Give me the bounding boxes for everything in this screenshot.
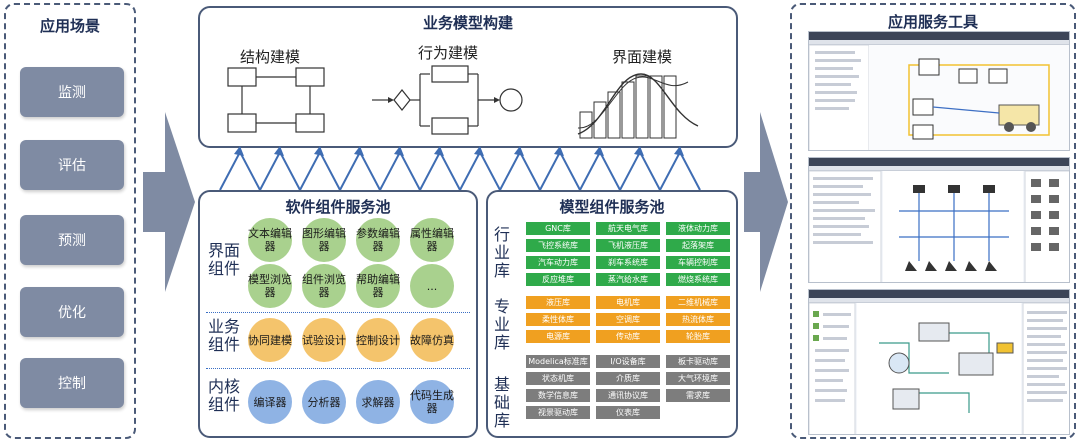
special-library-item[interactable]: 二维机械库 <box>666 296 730 309</box>
tool-screenshot-2[interactable] <box>808 157 1070 283</box>
industry-library-item[interactable]: 飞机液压库 <box>596 239 660 252</box>
base-library-item[interactable]: 数学信息库 <box>526 389 590 402</box>
structure-diagram <box>227 67 325 133</box>
analyzer-component[interactable]: 分析器 <box>302 380 346 424</box>
base-library-item[interactable]: 大气环境库 <box>666 372 730 385</box>
scenario-monitor[interactable]: 监测 <box>20 67 124 117</box>
base-library-item[interactable]: Modelica标准库 <box>526 355 590 368</box>
special-library-item[interactable]: 柔性体库 <box>526 313 590 326</box>
industry-library-label: 行业库 <box>493 225 510 280</box>
industry-library-item[interactable]: 飞控系统库 <box>526 239 590 252</box>
tool-2-canvas <box>809 170 1069 282</box>
service-tools-title: 应用服务工具 <box>887 13 978 31</box>
collab-modeling-component[interactable]: 协同建模 <box>248 318 292 362</box>
behavior-modeling-label: 行为建模 <box>418 44 479 62</box>
model-component-pool: 模型组件服务池 行业库 专业库 基础库 GNC库航天电气库液体动力库飞控系统库飞… <box>486 190 738 438</box>
solver-component[interactable]: 求解器 <box>356 380 400 424</box>
tool-screenshot-1[interactable] <box>808 31 1070 151</box>
base-library-item[interactable]: 视景驱动库 <box>526 406 590 419</box>
tool-3-canvas <box>809 302 1069 434</box>
base-library-item[interactable]: 状态机库 <box>526 372 590 385</box>
industry-library-item[interactable]: 起落架库 <box>666 239 730 252</box>
industry-library-item[interactable]: 汽车动力库 <box>526 256 590 269</box>
software-pool-title: 软件组件服务池 <box>285 198 391 216</box>
special-library-item[interactable]: 传动库 <box>596 330 660 343</box>
help-editor-component[interactable]: 帮助编辑器 <box>356 264 400 308</box>
interface-diagram <box>577 73 699 139</box>
special-library-item[interactable]: 电源库 <box>526 330 590 343</box>
tool-1-canvas <box>809 44 1069 150</box>
industry-library-item[interactable]: 车辆控制库 <box>666 256 730 269</box>
core-component-label: 内核组件 <box>207 377 240 414</box>
behavior-diagram <box>372 65 523 135</box>
service-tools-panel: 应用服务工具 <box>790 3 1076 439</box>
business-component-label: 业务组件 <box>207 317 240 354</box>
business-model-title: 业务模型构建 <box>422 14 513 32</box>
base-library-item[interactable]: 通讯协议库 <box>596 389 660 402</box>
base-library-item[interactable]: 需求库 <box>666 389 730 402</box>
divider-1 <box>206 312 470 313</box>
special-library-item[interactable]: 空调库 <box>596 313 660 326</box>
special-library-item[interactable]: 热流体库 <box>666 313 730 326</box>
component-browser-component[interactable]: 组件浏览器 <box>302 264 346 308</box>
industry-library-item[interactable]: 刹车系统库 <box>596 256 660 269</box>
industry-library-item[interactable]: 液体动力库 <box>666 222 730 235</box>
scenario-optimize[interactable]: 优化 <box>20 287 124 337</box>
experiment-design-component[interactable]: 试验设计 <box>302 318 346 362</box>
graphic-editor-component[interactable]: 图形编辑器 <box>302 218 346 262</box>
parameter-editor-component[interactable]: 参数编辑器 <box>356 218 400 262</box>
base-library-item[interactable]: 仪表库 <box>596 406 660 419</box>
industry-library-item[interactable]: GNC库 <box>526 222 590 235</box>
special-library-item[interactable]: 液压库 <box>526 296 590 309</box>
flow-arrow-right <box>744 112 788 292</box>
connector-arrows <box>219 146 701 192</box>
special-library-item[interactable]: 电机库 <box>596 296 660 309</box>
industry-library-item[interactable]: 反应堆库 <box>526 273 590 286</box>
scenario-predict[interactable]: 预测 <box>20 215 124 265</box>
model-pool-title: 模型组件服务池 <box>559 198 665 216</box>
base-library-item[interactable]: I/O设备库 <box>596 355 660 368</box>
property-editor-component[interactable]: 属性编辑器 <box>410 218 454 262</box>
base-library-label: 基础库 <box>493 375 510 430</box>
compiler-component[interactable]: 编译器 <box>248 380 292 424</box>
flow-arrow-left <box>143 112 195 292</box>
more-components[interactable]: ... <box>410 264 454 308</box>
base-library-item[interactable]: 介质库 <box>596 372 660 385</box>
interface-modeling-label: 界面建模 <box>612 48 673 66</box>
code-generator-component[interactable]: 代码生成器 <box>410 380 454 424</box>
industry-library-item[interactable]: 蒸汽给水库 <box>596 273 660 286</box>
divider-2 <box>206 368 470 369</box>
specialty-library-label: 专业库 <box>493 297 510 352</box>
scenario-panel: 应用场景 监测 评估 预测 优化 控制 <box>4 3 136 439</box>
software-component-pool: 软件组件服务池 界面组件 文本编辑器 图形编辑器 参数编辑器 属性编辑器 模型浏… <box>198 190 478 438</box>
ui-component-label: 界面组件 <box>207 241 240 278</box>
industry-library-item[interactable]: 燃烧系统库 <box>666 273 730 286</box>
scenario-title: 应用场景 <box>39 17 100 35</box>
business-model-panel: 业务模型构建 结构建模 行为建模 界面建模 <box>198 6 738 148</box>
scenario-control[interactable]: 控制 <box>20 358 124 408</box>
special-library-item[interactable]: 轮胎库 <box>666 330 730 343</box>
text-editor-component[interactable]: 文本编辑器 <box>248 218 292 262</box>
structure-modeling-label: 结构建模 <box>240 48 301 66</box>
fault-simulation-component[interactable]: 故障仿真 <box>410 318 454 362</box>
model-browser-component[interactable]: 模型浏览器 <box>248 264 292 308</box>
scenario-evaluate[interactable]: 评估 <box>20 140 124 190</box>
tool-screenshot-3[interactable] <box>808 289 1070 435</box>
base-library-item[interactable]: 板卡驱动库 <box>666 355 730 368</box>
control-design-component[interactable]: 控制设计 <box>356 318 400 362</box>
industry-library-item[interactable]: 航天电气库 <box>596 222 660 235</box>
